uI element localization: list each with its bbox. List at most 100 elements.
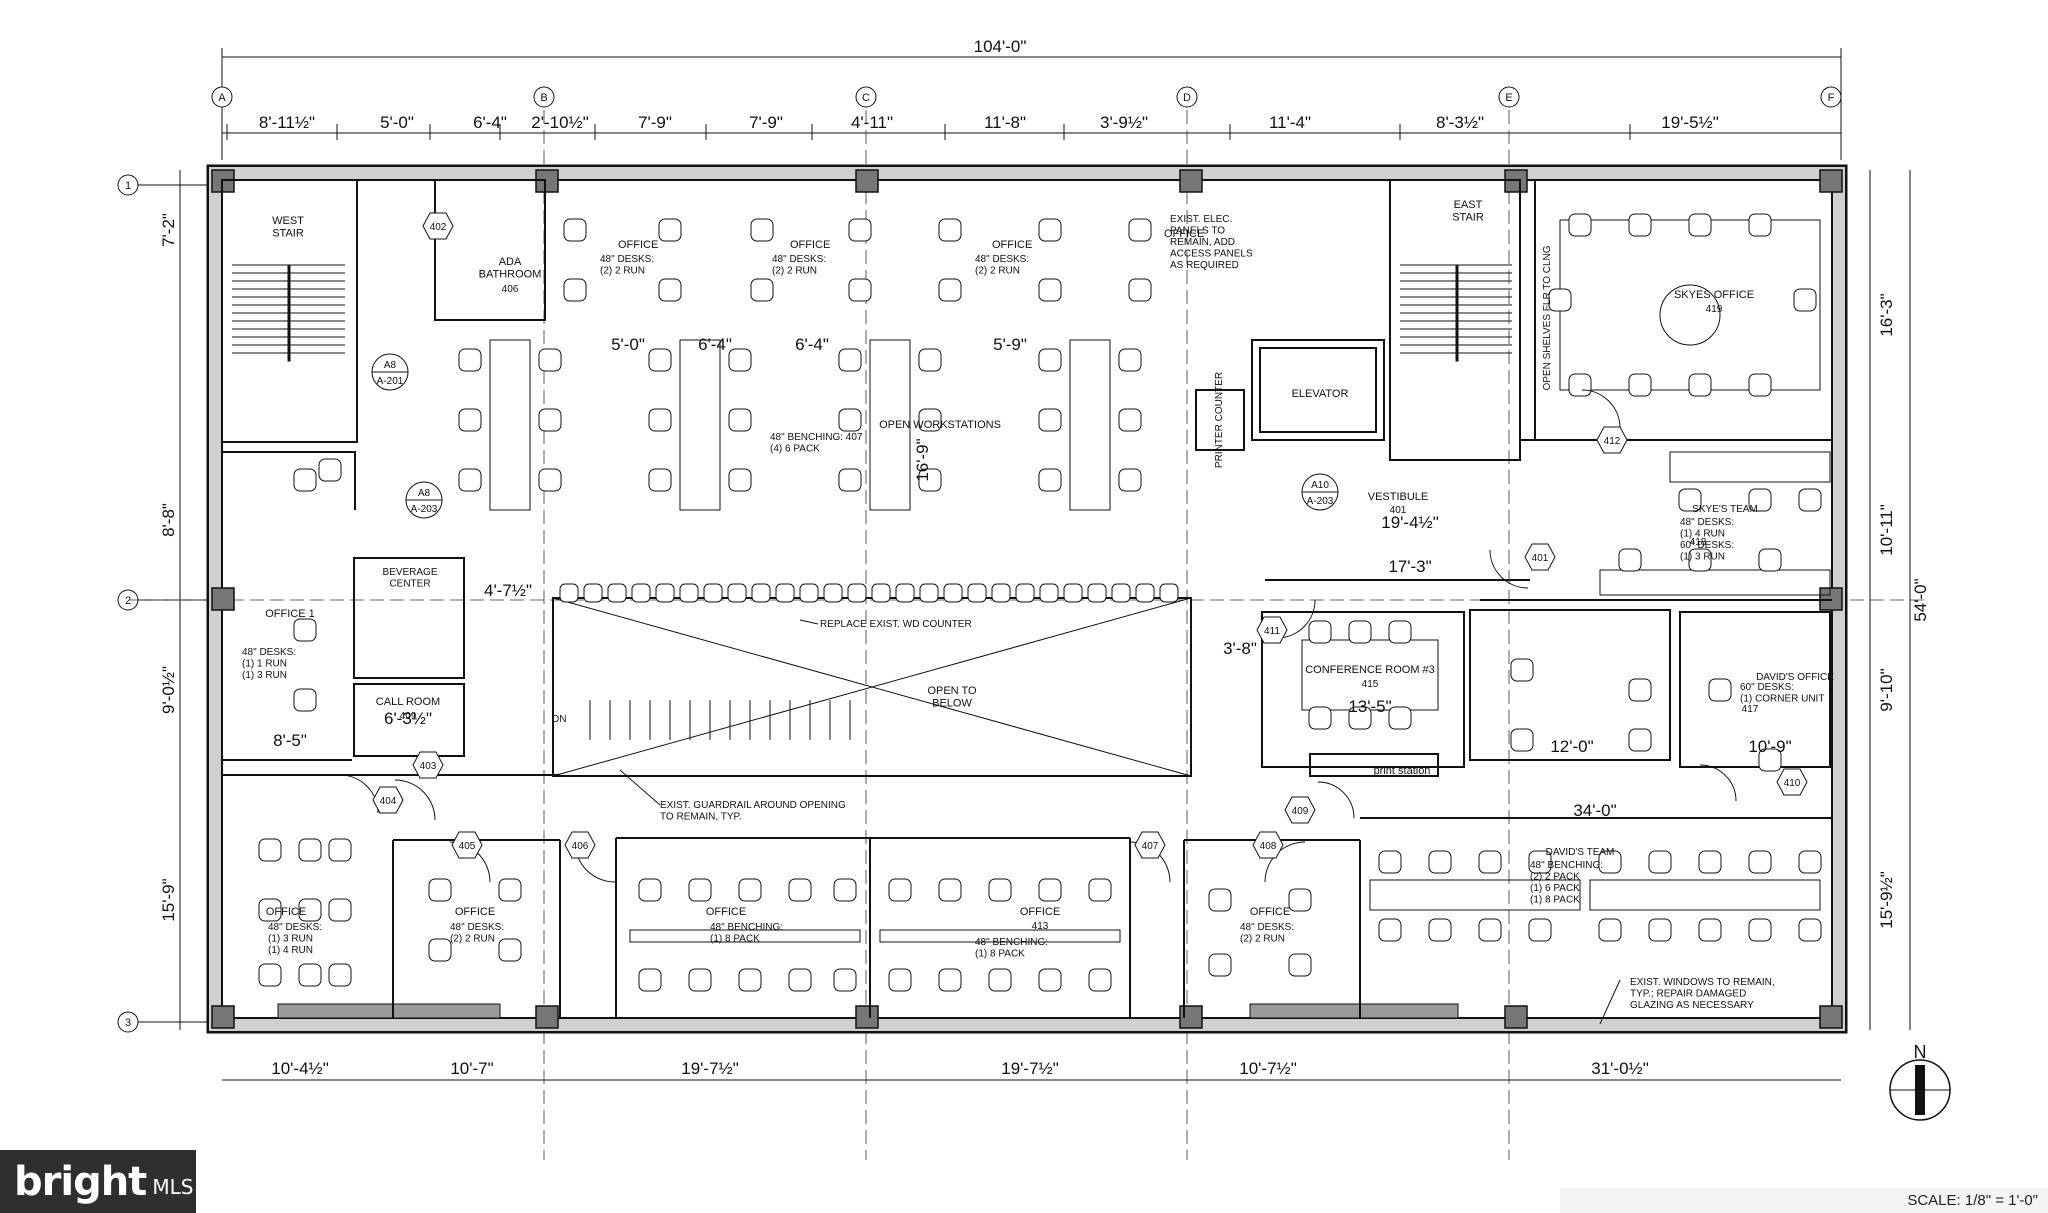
- dim-10-9: 10'-9": [1748, 737, 1791, 756]
- bottom-dim: 10'-4½": [271, 1059, 328, 1078]
- vestibule-label: VESTIBULE: [1368, 491, 1429, 503]
- chair-icon: [938, 878, 962, 902]
- bottom-dim: 19'-7½": [1001, 1059, 1058, 1078]
- svg-text:A10: A10: [1311, 480, 1329, 491]
- office-bm2-label: OFFICE: [1020, 906, 1060, 918]
- chair-icon: [888, 878, 912, 902]
- desk: [1369, 879, 1581, 911]
- chair-icon: [1548, 288, 1572, 312]
- chair-icon: [1618, 548, 1642, 572]
- top-dim: 7'-9": [749, 113, 783, 132]
- svg-text:1: 1: [125, 180, 131, 192]
- office-t1-label: OFFICE: [618, 239, 658, 251]
- overall-width-dim: 104'-0": [974, 37, 1027, 56]
- chair-icon: [1378, 918, 1402, 942]
- chair-icon: [838, 468, 862, 492]
- top-dim: 11'-4": [1269, 113, 1311, 132]
- dim-5-0: 5'-0": [611, 335, 645, 354]
- chair-icon: [1308, 706, 1332, 730]
- chair-icon: [293, 618, 317, 642]
- left-dim: 9'-0½": [159, 666, 178, 714]
- chair-icon: [293, 688, 317, 712]
- grid-bubble-C: C: [855, 86, 877, 108]
- door-tag: 403: [412, 751, 444, 779]
- chair-icon: [750, 278, 774, 302]
- desk: [879, 929, 1121, 943]
- stool-icon: [799, 583, 819, 603]
- chair-icon: [458, 348, 482, 372]
- chair-icon: [538, 348, 562, 372]
- chair-icon: [1758, 548, 1782, 572]
- svg-text:F: F: [1828, 92, 1835, 104]
- stool-icon: [727, 583, 747, 603]
- print-station-label: print station: [1374, 765, 1431, 777]
- chair-icon: [1628, 678, 1652, 702]
- chair-icon: [1628, 728, 1652, 752]
- dim-6-3: 6'-3½": [384, 709, 432, 728]
- chair-icon: [318, 458, 342, 482]
- chair-icon: [833, 968, 857, 992]
- dim-8-5: 8'-5": [273, 731, 307, 750]
- chair-icon: [648, 408, 672, 432]
- note-office-t3: 48" DESKS:(2) 2 RUN: [975, 254, 1029, 277]
- svg-text:D: D: [1183, 92, 1191, 104]
- left-dim: 15'-9": [159, 878, 178, 921]
- dim-3-8: 3'-8": [1223, 639, 1257, 658]
- top-dim-labels: 8'-11½"5'-0"6'-4"2'-10½"7'-9"7'-9"4'-11"…: [226, 113, 1719, 140]
- chair-icon: [428, 878, 452, 902]
- chair-icon: [1628, 213, 1652, 237]
- chair-icon: [638, 968, 662, 992]
- chair-icon: [428, 938, 452, 962]
- elevator-label: ELEVATOR: [1292, 388, 1349, 400]
- stool-icon: [1087, 583, 1107, 603]
- scale-note: SCALE: 1/8" = 1'-0": [1560, 1188, 2048, 1213]
- chair-icon: [918, 348, 942, 372]
- chair-icon: [1128, 218, 1152, 242]
- furniture: [258, 213, 1831, 992]
- chair-icon: [738, 878, 762, 902]
- chair-icon: [1348, 620, 1372, 644]
- chair-icon: [258, 898, 282, 922]
- chair-icon: [1688, 373, 1712, 397]
- note-office-bm2: 48" BENCHING:(1) 8 PACK: [975, 937, 1048, 960]
- chair-icon: [1118, 408, 1142, 432]
- dim-13-5: 13'-5": [1348, 697, 1391, 716]
- chair-icon: [293, 468, 317, 492]
- chair-icon: [750, 218, 774, 242]
- svg-text:A-201: A-201: [377, 376, 404, 387]
- chair-icon: [458, 408, 482, 432]
- chair-icon: [258, 838, 282, 862]
- note-shelves: OPEN SHELVES FLR TO CLNG: [1542, 245, 1553, 390]
- door-tag: 411: [1256, 616, 1288, 644]
- svg-text:407: 407: [1142, 841, 1159, 852]
- right-dim-labels: 16'-3"10'-11"9'-10"15'-9½": [1877, 293, 1896, 928]
- top-dim: 6'-4": [473, 113, 507, 132]
- stool-icon: [775, 583, 795, 603]
- conference-number: 415: [1362, 679, 1379, 690]
- top-dim: 3'-9½": [1100, 113, 1148, 132]
- counter-stools: [553, 583, 1191, 603]
- chair-icon: [1478, 850, 1502, 874]
- svg-text:C: C: [862, 92, 870, 104]
- right-dim: 16'-3": [1877, 293, 1896, 336]
- dim-34-0: 34'-0": [1573, 801, 1616, 820]
- top-dim: 4'-11": [851, 113, 893, 132]
- misc-dimensions: 17'-3" 34'-0" 12'-0" 10'-9" 3'-8" 4'-7½"…: [273, 335, 1792, 820]
- chair-icon: [788, 878, 812, 902]
- svg-text:A-203: A-203: [1307, 496, 1334, 507]
- chair-icon: [658, 278, 682, 302]
- chair-icon: [1478, 918, 1502, 942]
- chair-icon: [1118, 348, 1142, 372]
- stool-icon: [1063, 583, 1083, 603]
- left-dim: 8'-8": [159, 503, 178, 537]
- columns: [211, 169, 1843, 1029]
- note-printer: PRINTER COUNTER: [1214, 372, 1225, 468]
- svg-text:A: A: [218, 92, 226, 104]
- chair-icon: [1038, 218, 1062, 242]
- chair-icon: [728, 408, 752, 432]
- stool-icon: [919, 583, 939, 603]
- door-tag: 407: [1134, 831, 1166, 859]
- chair-icon: [688, 968, 712, 992]
